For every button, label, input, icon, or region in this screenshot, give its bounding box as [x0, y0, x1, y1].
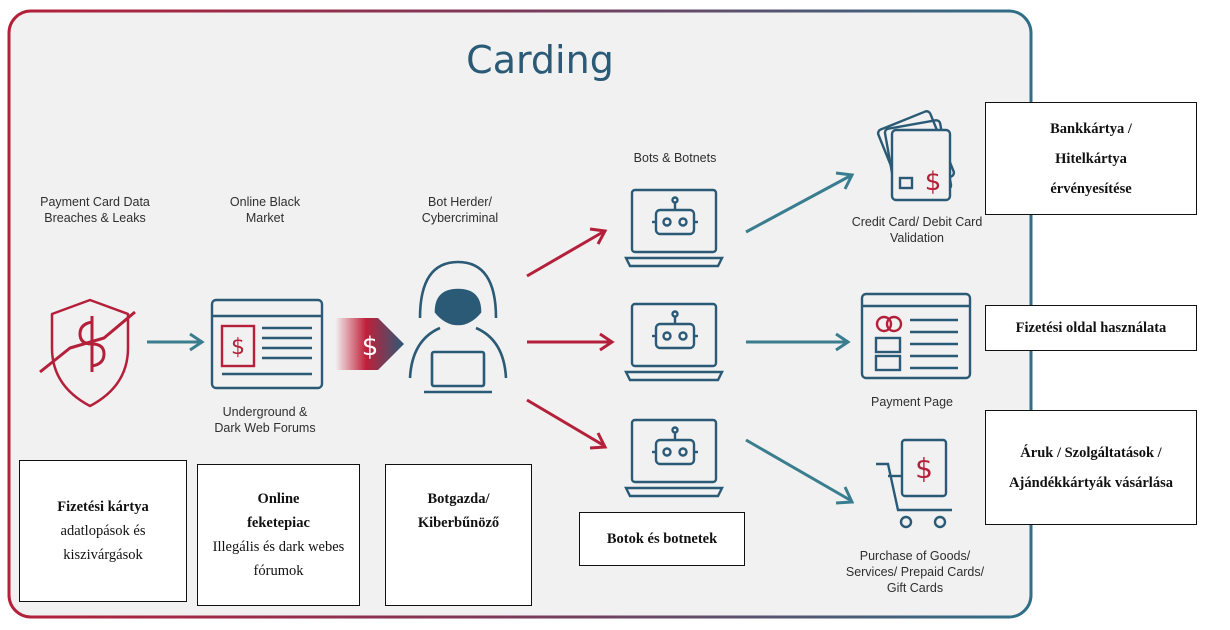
caption-forums: Underground & Dark Web Forums — [214, 405, 316, 435]
annotation-box-validation: Bankkártya / Hitelkártya érvényesítése — [985, 102, 1197, 215]
hacker-icon — [408, 260, 508, 394]
caption-payment-page: Payment Page — [871, 395, 953, 409]
laptop-bot-icon — [624, 302, 724, 382]
shopping-cart-icon: $ — [876, 438, 952, 529]
annotation-title: Botok és botnetek — [606, 531, 718, 547]
caption-bots: Bots & Botnets — [633, 151, 717, 165]
diagram-title: Carding — [466, 38, 614, 82]
payment-page-icon — [860, 292, 972, 380]
svg-text:$: $ — [231, 335, 245, 360]
caption-market: Online Black Market — [229, 195, 301, 225]
annotation-box-payment-page: Fizetési oldal használata — [985, 305, 1197, 351]
annotation-text: Illegális és dark webes fórumok — [212, 539, 345, 579]
market-browser-icon: $ — [210, 298, 324, 390]
laptop-bot-icon — [624, 418, 724, 498]
annotation-box-breaches: Fizetési kártya adatlopások és kiszivárg… — [19, 460, 187, 602]
arrow-icon — [745, 171, 855, 234]
annotation-title: Áruk / Szolgáltatások / Ajándékkártyák v… — [1009, 444, 1173, 491]
svg-text:$: $ — [925, 167, 942, 197]
arrow-icon — [147, 332, 205, 352]
annotation-title: Online feketepiac — [247, 491, 310, 531]
annotation-box-market: Online feketepiac Illegális és dark webe… — [197, 464, 360, 606]
annotation-box-bots: Botok és botnetek — [579, 512, 745, 566]
shield-icon — [39, 298, 136, 408]
svg-text:$: $ — [915, 452, 933, 485]
annotation-title: Bankkártya / Hitelkártya érvényesítése — [1050, 120, 1132, 197]
caption-herder: Bot Herder/ Cybercriminal — [421, 195, 499, 225]
laptop-bot-icon — [624, 188, 724, 268]
caption-breaches: Payment Card Data Breaches & Leaks — [40, 195, 150, 225]
arrow-icon — [527, 332, 615, 352]
arrow-icon — [526, 227, 608, 278]
arrow-icon — [746, 332, 851, 352]
annotation-title: Fizetési kártya — [57, 499, 149, 515]
annotation-title: Botgazda/ Kiberbűnöző — [417, 491, 500, 531]
credit-card-icon: $ — [876, 110, 956, 202]
caption-validation: Credit Card/ Debit Card Validation — [851, 215, 983, 245]
annotation-box-purchase: Áruk / Szolgáltatások / Ajándékkártyák v… — [985, 410, 1197, 525]
arrow-icon — [526, 398, 608, 450]
annotation-text: adatlopások és kiszivárgások — [60, 523, 146, 563]
caption-purchase: Purchase of Goods/ Services/ Prepaid Car… — [845, 549, 985, 595]
dollar-arrow-icon: $ — [335, 318, 404, 370]
annotation-box-herder: Botgazda/ Kiberbűnöző — [385, 464, 532, 606]
svg-text:$: $ — [362, 332, 379, 362]
arrow-icon — [745, 438, 855, 505]
annotation-title: Fizetési oldal használata — [1015, 320, 1167, 336]
